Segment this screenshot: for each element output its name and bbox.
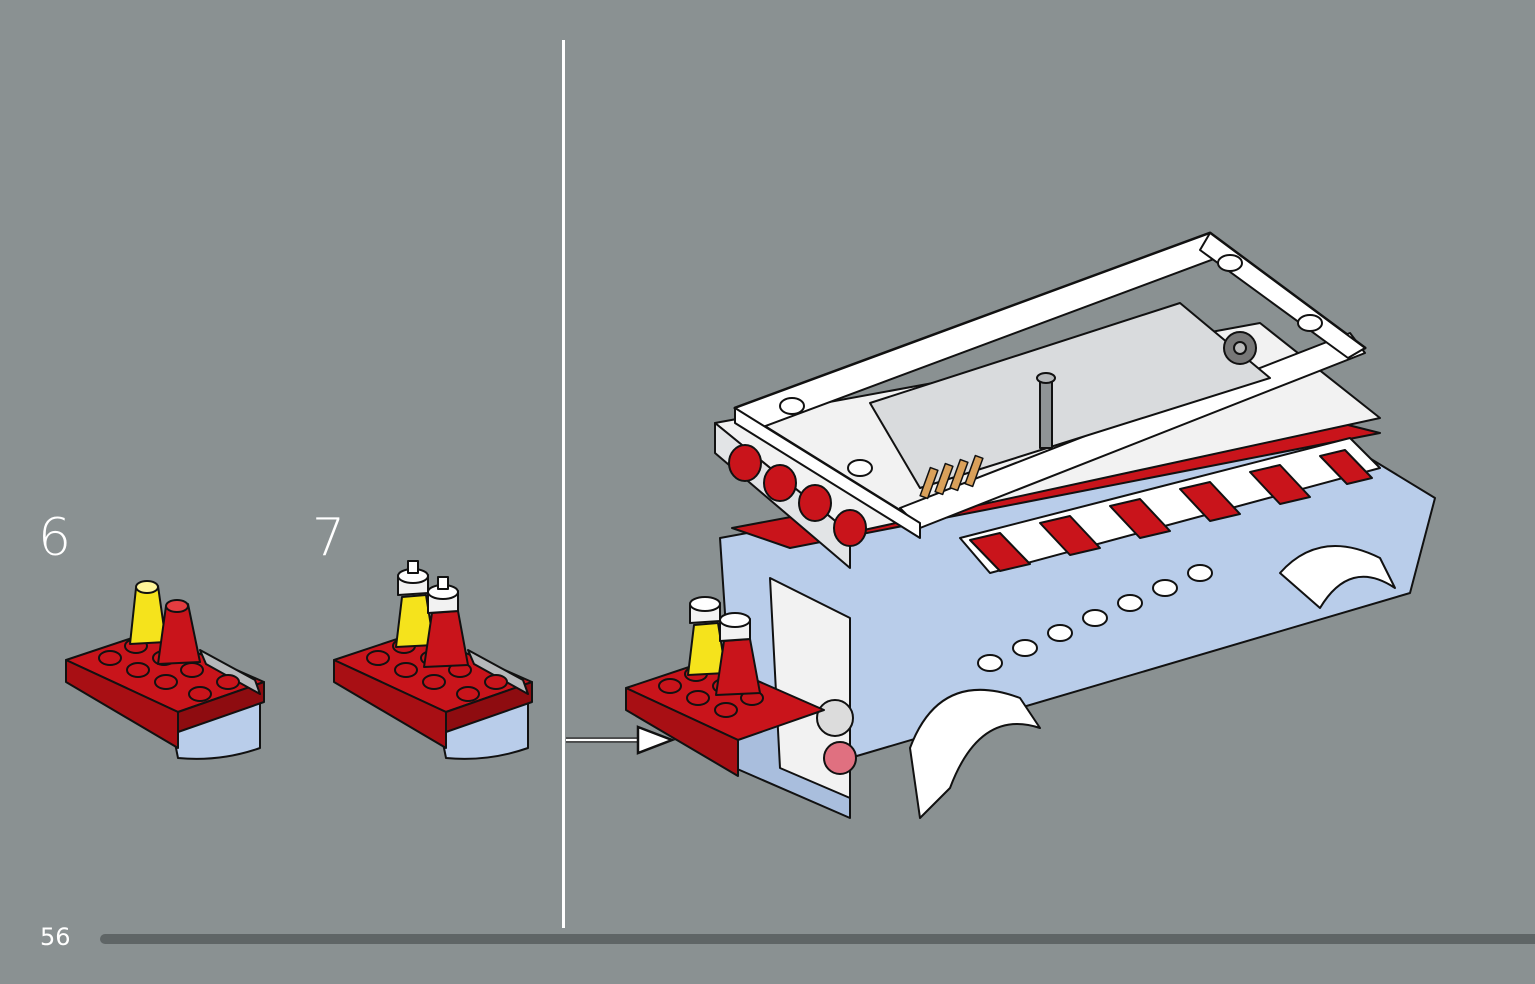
page-number: 56 (40, 923, 71, 951)
step-divider (562, 40, 565, 928)
step-number-7: 7 (312, 508, 346, 568)
arrow-right-icon (566, 725, 676, 755)
step-number-6: 6 (38, 508, 72, 568)
progress-bar (100, 934, 1535, 944)
step-6-assembly (65, 580, 265, 760)
step-7-assembly (333, 560, 533, 760)
van-model (625, 231, 1436, 819)
